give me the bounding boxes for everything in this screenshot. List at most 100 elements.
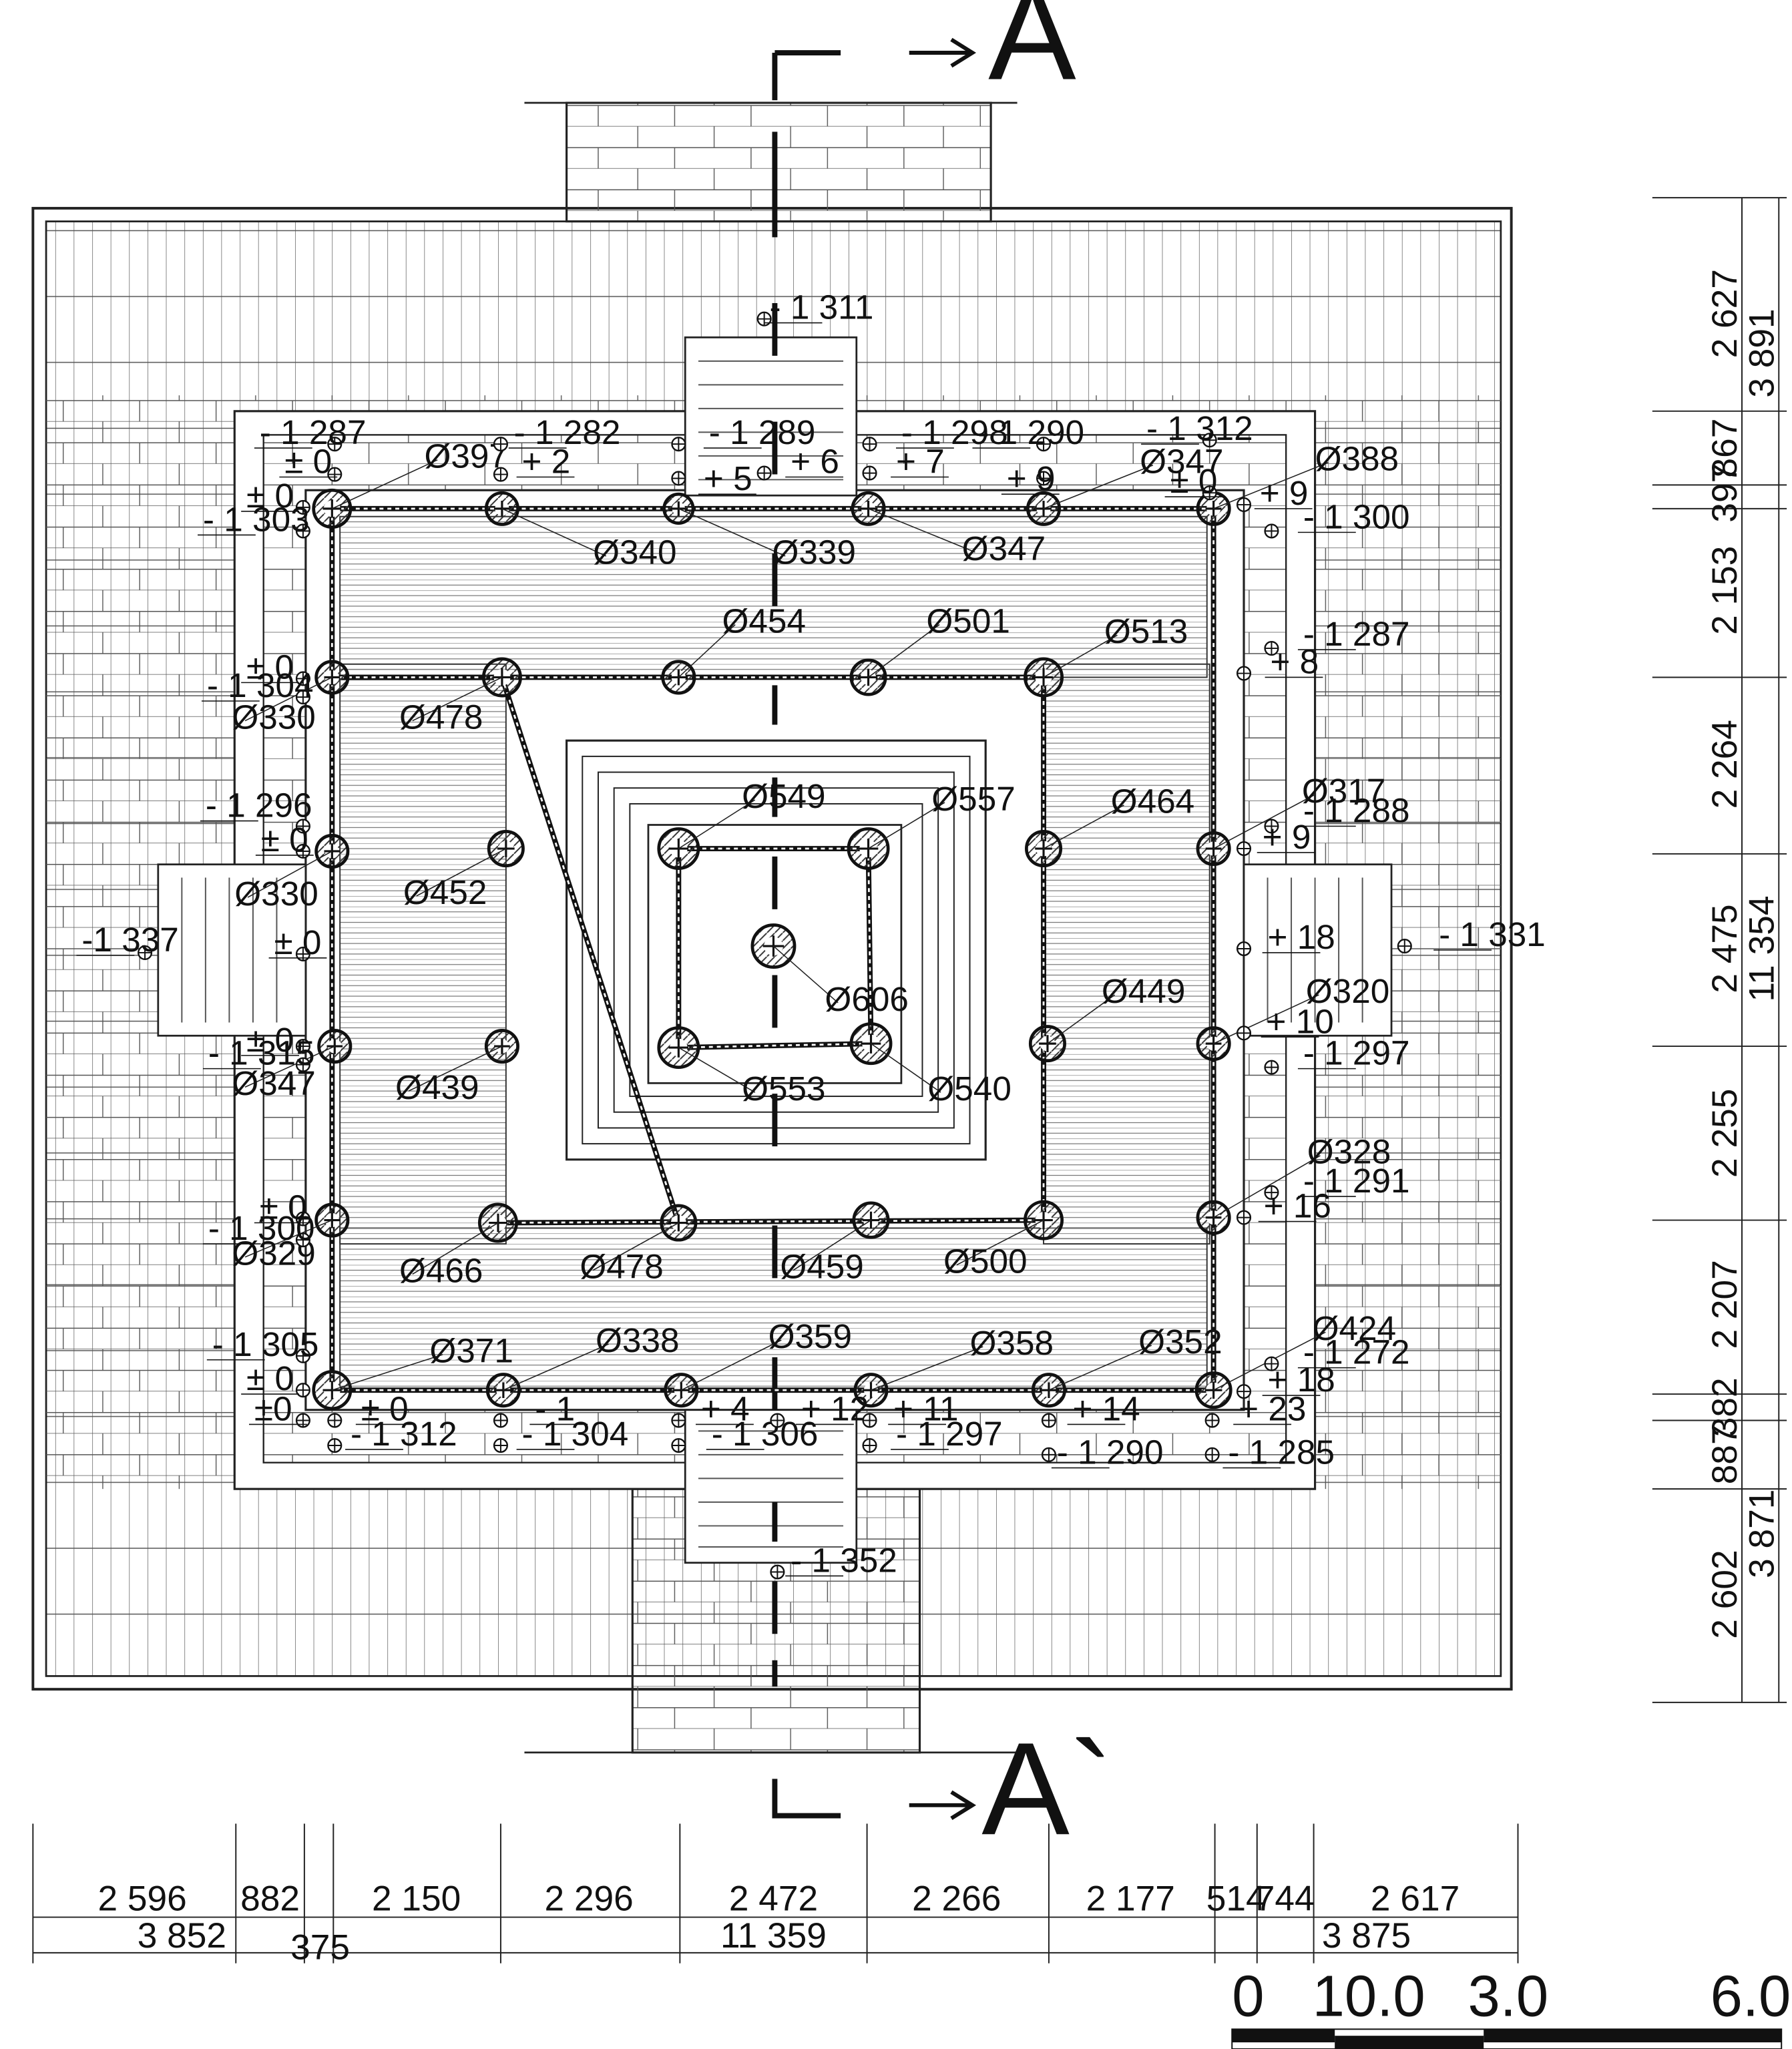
level-mark: ± 0 [268, 923, 327, 961]
bottom-dim-total: 11 359 [720, 1916, 827, 1956]
level-mark-label: - 1 300 [208, 1209, 315, 1247]
level-mark-label: + 18 [1268, 1361, 1335, 1399]
level-mark: - 1 289 [671, 413, 815, 452]
level-mark-label: - 1 305 [212, 1325, 319, 1363]
bottom-dim-total: 375 [290, 1928, 350, 1968]
level-mark-label: ± 0 [261, 821, 308, 859]
column-diameter-label: Ø478 [580, 1247, 663, 1285]
right-dim-total: 11 354 [1742, 896, 1781, 1002]
level-mark-label: - 1 303 [203, 500, 310, 538]
level-mark-label: + 12 [801, 1390, 869, 1428]
column-diameter-label: Ø501 [926, 602, 1010, 640]
level-mark-label: + 8 [1270, 643, 1319, 681]
level-mark-label: - 1 306 [712, 1415, 819, 1453]
level-mark-label: - 1 287 [1303, 615, 1410, 653]
right-dim-value: 2 207 [1705, 1260, 1745, 1349]
level-mark: - 1 291 [1264, 1162, 1410, 1200]
level-mark: ± 0 [241, 1359, 310, 1398]
level-mark-label: ± 0 [246, 648, 294, 686]
level-mark: - 1 297 [1264, 1034, 1410, 1075]
bottom-dim-value: 2 296 [545, 1879, 634, 1919]
level-mark-label: - 1 352 [791, 1542, 897, 1580]
level-mark-label: - 1 298 [901, 413, 1008, 451]
level-mark: + 11 [862, 1390, 959, 1428]
column-diameter-label: Ø452 [403, 873, 487, 911]
bottom-dim-value: 2 617 [1371, 1879, 1460, 1919]
bottom-dim-value: 2 596 [97, 1879, 186, 1919]
level-mark-label: ± 0 [1170, 462, 1217, 500]
level-mark: ± 0 [327, 1390, 414, 1428]
level-mark-label: - 1 [535, 1390, 575, 1428]
level-mark: + 6 [756, 443, 844, 481]
column-diameter-label: Ø557 [931, 780, 1016, 818]
level-mark-label: ± 0 [246, 1021, 294, 1059]
level-mark-label: - 1 291 [1303, 1162, 1410, 1200]
level-mark-label: - 1 315 [208, 1034, 315, 1072]
level-mark: + 18 [1236, 1361, 1335, 1399]
level-mark: - 1 312 [1141, 409, 1253, 448]
bottom-dim-value: 514 [1206, 1879, 1266, 1919]
level-mark: + 2 [493, 443, 575, 482]
level-mark: - 1 287 [1264, 615, 1410, 656]
level-mark-label: ±0 [254, 1390, 292, 1428]
column-c1 [312, 488, 353, 529]
bottom-dim-value: 744 [1255, 1879, 1315, 1919]
level-mark: - 1 [493, 1390, 588, 1428]
level-mark-label: + 23 [1239, 1390, 1306, 1428]
column-diameter-label: Ø454 [722, 602, 806, 640]
column-diameter-label: Ø347 [962, 529, 1046, 567]
column-diameter-label: Ø549 [742, 777, 826, 815]
level-mark: ± 0 [279, 443, 343, 482]
level-mark-label: + 9 [1260, 474, 1309, 512]
column-diameter-label: Ø466 [399, 1251, 483, 1289]
level-mark-label: + 6 [791, 443, 839, 481]
level-mark: + 8 [1236, 643, 1323, 681]
column-diameter-label: Ø553 [742, 1070, 826, 1108]
level-mark: ± 0 [241, 648, 310, 686]
level-mark-label: + 5 [704, 459, 752, 497]
column-diameter-label: Ø338 [596, 1321, 680, 1359]
bottom-dimension-lines [32, 1823, 1519, 1964]
level-mark-label: + 11 [893, 1390, 958, 1428]
level-mark-label: + 10 [1267, 1002, 1334, 1040]
level-mark: - 1 311 [756, 288, 873, 326]
level-mark-label: + 14 [1072, 1390, 1140, 1428]
right-dim-value: 2 602 [1705, 1550, 1745, 1638]
level-marks: - 1 311- 1 287± 0- 1 282+ 2- 1 289+ 5+ 6… [76, 288, 1546, 1580]
level-mark: - 1 290 [972, 413, 1084, 452]
column-diameter-label: Ø317 [1302, 772, 1386, 810]
column-diameter-label: Ø513 [1104, 612, 1188, 650]
column-diameter-label: Ø424 [1313, 1309, 1396, 1347]
level-mark-label: + 4 [701, 1390, 750, 1428]
level-mark-label: -1 337 [81, 921, 178, 959]
level-mark-label: ± 0 [284, 443, 332, 481]
scale-bar: 0 10.0 3.0 6.0M [1231, 1964, 1792, 2049]
level-mark-label: - 1 300 [1303, 497, 1410, 535]
column-diameter-label: Ø388 [1315, 440, 1399, 478]
level-mark-label: - 1 272 [1303, 1333, 1410, 1371]
level-mark: - 1 285 [1204, 1433, 1335, 1471]
level-mark: ± 0 [1164, 462, 1223, 501]
column-diameter-label: Ø371 [429, 1332, 513, 1370]
scale-label-1: 10.0 [1313, 1964, 1425, 2029]
scale-label-0: 0 [1232, 1964, 1264, 2029]
level-mark-label: - 1 290 [977, 413, 1084, 451]
level-mark: - 1 304 [493, 1415, 628, 1453]
level-mark-label: + 9 [1007, 459, 1056, 497]
level-mark-label: - 1 290 [1057, 1433, 1164, 1471]
column-diameter-label: Ø340 [593, 533, 676, 572]
level-mark-label: - 1 297 [1303, 1034, 1410, 1072]
level-mark: + 9 [1236, 474, 1313, 512]
level-mark: + 5 [671, 459, 756, 497]
beams [329, 505, 1216, 1393]
right-dim-total: 3 871 [1742, 1490, 1781, 1578]
column-diameter-label: Ø500 [943, 1242, 1028, 1281]
scale-label-2: 3.0 [1468, 1964, 1549, 2029]
beam [497, 1217, 1044, 1226]
level-mark-label: ± 0 [246, 1359, 294, 1397]
bottom-dim-value: 882 [240, 1879, 300, 1919]
column-c24 [849, 1022, 893, 1066]
